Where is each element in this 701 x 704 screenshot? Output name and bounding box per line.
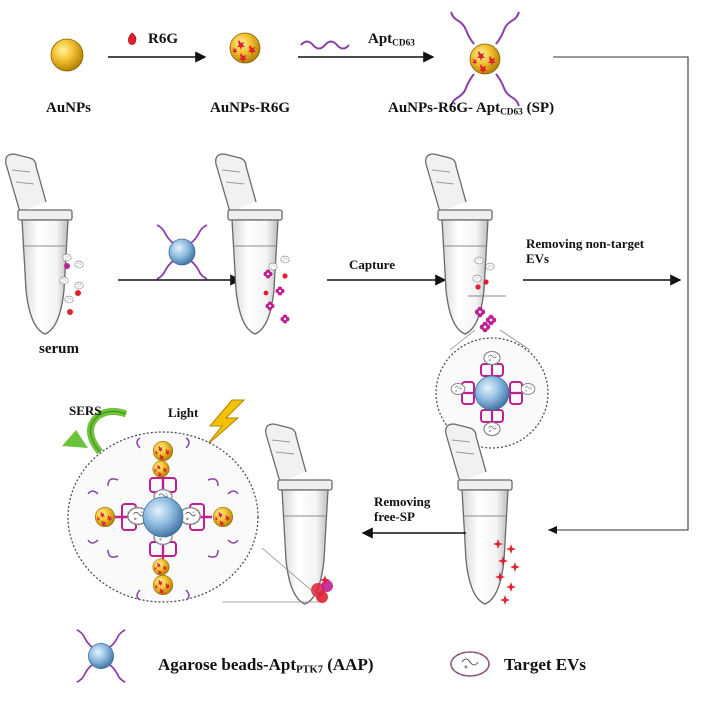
tube-captured <box>425 153 506 335</box>
label-aunps: AuNPs <box>46 100 92 116</box>
sp-tail: (SP) <box>522 100 555 116</box>
legend-target-ev-icon <box>450 651 490 677</box>
legend-label-target-evs: Target EVs <box>504 655 587 674</box>
connector-line-right <box>548 56 689 534</box>
tube-serum <box>5 153 84 335</box>
aap-sub: PTK7 <box>296 664 323 676</box>
label-sp: AuNPs-R6G- AptCD63 (SP) <box>388 101 554 118</box>
label-sers: SERS <box>69 403 102 418</box>
label-aunps-r6g: AuNPs-R6G <box>210 100 291 116</box>
label-removing-free-line1: Removing <box>374 494 431 509</box>
lightning-bolt-icon <box>205 399 246 447</box>
aap-main: Agarose beads-Apt <box>158 655 297 674</box>
label-removing-nontarget-line2: EVs <box>526 251 550 266</box>
zoom-circle-sandwich-complex <box>67 431 259 603</box>
aptamer-strand-icon <box>300 40 350 50</box>
label-serum: serum <box>39 341 79 357</box>
r6g-drop-icon <box>128 32 137 45</box>
aap-icon-row2 <box>156 224 208 280</box>
zoom-lines-capture <box>449 329 531 351</box>
label-capture: Capture <box>349 257 395 272</box>
label-apt-cd63: AptCD63 <box>368 32 415 49</box>
aunp-r6g-particle <box>229 32 261 64</box>
tube-mixed <box>215 153 290 335</box>
label-removing-nontarget-line1: Removing non-target <box>526 236 645 251</box>
aap-tail: (AAP) <box>322 655 374 674</box>
sers-curved-arrow-icon <box>62 407 128 455</box>
sp-main: AuNPs-R6G- Apt <box>388 100 501 116</box>
legend-label-aap: Agarose beads-AptPTK7 (AAP) <box>158 656 374 676</box>
tube-washed <box>445 423 520 605</box>
tube-final <box>265 423 333 605</box>
zoom-circle-captured-complex <box>435 337 549 449</box>
legend-aap-icon <box>75 628 127 684</box>
sp-sub: CD63 <box>500 107 523 118</box>
sp-particle <box>450 11 520 107</box>
label-r6g: R6G <box>148 31 178 47</box>
apt-cd63-main: Apt <box>368 31 393 47</box>
label-removing-free-line2: free-SP <box>374 509 415 524</box>
label-light: Light <box>168 405 199 420</box>
aunp-particle <box>50 38 84 72</box>
zoom-lines-final <box>222 547 319 603</box>
apt-cd63-sub: CD63 <box>392 38 415 49</box>
